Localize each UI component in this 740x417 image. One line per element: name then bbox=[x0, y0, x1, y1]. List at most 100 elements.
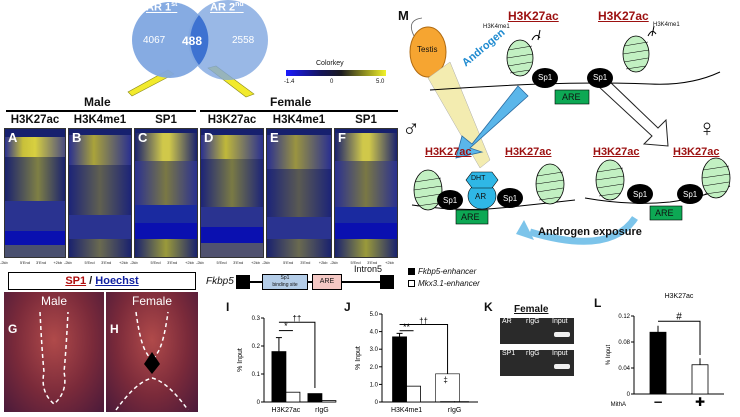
heatmap-a: A bbox=[4, 128, 66, 258]
heatmap-b-title: H3K4me1 bbox=[73, 114, 127, 126]
sp1-top-left bbox=[532, 68, 558, 88]
heatmap-c-letter: C bbox=[138, 130, 148, 145]
heatmap-e: E bbox=[266, 128, 332, 258]
male-group-label: Male bbox=[84, 95, 111, 109]
y-tick-label: 0.2 bbox=[252, 344, 261, 350]
heatmap-e-title: H3K4me1 bbox=[272, 114, 326, 126]
intron-label: Intron5 bbox=[354, 264, 383, 274]
colorkey-min: -1.4 bbox=[284, 79, 295, 85]
y-axis-label: % Input bbox=[355, 346, 362, 370]
heatmap-b: B bbox=[68, 128, 132, 258]
stain-hoechst: Hoechst bbox=[95, 275, 139, 287]
y-tick-label: 0.08 bbox=[618, 340, 630, 346]
venn-right-label: AR 2nd bbox=[210, 1, 244, 14]
are-female-label: ARE bbox=[655, 208, 674, 218]
are-male bbox=[455, 209, 489, 225]
legend-white-label: Mkx3.1-enhancer bbox=[418, 279, 480, 288]
h3k27ac-male-right: H3K27ac bbox=[505, 146, 552, 158]
panel-k-letter: K bbox=[484, 300, 493, 314]
androgen-arrow bbox=[455, 85, 529, 159]
heatmap-axis-label: +2kb bbox=[385, 260, 394, 265]
heatmap-axis-label: 5'End bbox=[19, 260, 30, 265]
h3k4me1-top-left: H3K4me1 bbox=[483, 24, 510, 30]
heatmap-axis-label: 5'End bbox=[216, 260, 227, 265]
y-tick-label: 2.0 bbox=[370, 365, 379, 371]
sig-star: ** bbox=[403, 322, 411, 332]
y-tick-label: 0.04 bbox=[618, 366, 630, 372]
x-tick-label: H3K27ac bbox=[272, 407, 301, 414]
h3k27ac-female-left: H3K27ac bbox=[593, 146, 640, 158]
stain-female-panel: Female H bbox=[106, 292, 198, 412]
venn-left-count: 4067 bbox=[143, 35, 166, 46]
legend-black-label: Fkbp5-enhancer bbox=[418, 267, 477, 276]
sp1-female-left bbox=[627, 184, 653, 204]
gel-row1-rigg: rIgG bbox=[526, 318, 540, 325]
bar bbox=[271, 351, 287, 403]
heatmap-d: D bbox=[200, 128, 264, 258]
colorkey-bar bbox=[286, 70, 386, 76]
y-axis-label: % Input bbox=[237, 348, 244, 372]
nucleosome-female-right bbox=[701, 157, 731, 199]
h3k4me1-top-right: H3K4me1 bbox=[653, 22, 680, 28]
bar bbox=[321, 400, 337, 403]
sp1-female-right-label: Sp1 bbox=[683, 190, 698, 199]
female-group-line bbox=[200, 110, 398, 112]
venn-right-count: 2558 bbox=[232, 35, 255, 46]
heatmap-axis-label: +2kb bbox=[53, 260, 63, 265]
y-tick-label: 0 bbox=[257, 400, 261, 406]
bar bbox=[406, 385, 421, 403]
heatmap-axis-label: -2kb bbox=[64, 260, 72, 265]
heatmap-axis-label: 5'End bbox=[84, 260, 95, 265]
heatmap-axis-label: -2kb bbox=[262, 260, 270, 265]
panel-i-letter: I bbox=[226, 300, 230, 314]
sig-dagger: †† bbox=[292, 314, 301, 323]
male-symbol: ♂ bbox=[402, 115, 420, 142]
sig-bracket bbox=[658, 320, 701, 355]
x-tick-label: − bbox=[653, 395, 663, 409]
y-tick-label: 0.3 bbox=[252, 316, 261, 322]
venn-diagram bbox=[127, 0, 268, 98]
sp1-top-right bbox=[587, 68, 613, 88]
nucleosome-top-left bbox=[506, 39, 534, 77]
y-tick-label: 5.0 bbox=[370, 312, 379, 318]
gel-row1-band bbox=[554, 332, 570, 337]
model-diagram bbox=[409, 17, 731, 245]
heatmap-a-title: H3K27ac bbox=[10, 114, 60, 126]
venn-overlap-count: 488 bbox=[182, 34, 203, 48]
heatmap-axis-label: +2kb bbox=[119, 260, 128, 265]
heatmap-a-letter: A bbox=[8, 130, 18, 145]
sp1-male-right-label: Sp1 bbox=[503, 194, 518, 203]
ar-label: AR bbox=[475, 192, 487, 201]
are-top-label: ARE bbox=[562, 92, 581, 102]
male-group-line bbox=[6, 110, 196, 112]
bar bbox=[649, 331, 667, 395]
heatmap-c-title: SP1 bbox=[155, 114, 177, 126]
h3k27ac-female-right: H3K27ac bbox=[673, 146, 720, 158]
heatmap-c: C bbox=[134, 128, 198, 258]
x-axis-label: MithA bbox=[611, 402, 626, 408]
sig-star: * bbox=[284, 321, 288, 331]
h3k27ac-male-left: H3K27ac bbox=[425, 146, 472, 158]
venn-circle-left bbox=[132, 2, 208, 78]
colorkey-mid: 0 bbox=[330, 79, 334, 85]
gel-row1: AR rIgG Input bbox=[500, 318, 574, 344]
x-tick-label: H3K4me1 bbox=[391, 407, 422, 414]
heatmap-axis-label: 5'End bbox=[150, 260, 161, 265]
gel-row2-band bbox=[554, 364, 570, 369]
y-tick-label: 0 bbox=[375, 400, 379, 406]
heatmap-axis-label: -2kb bbox=[0, 260, 8, 265]
exposure-arrow bbox=[528, 215, 638, 245]
are-box: ARE bbox=[312, 274, 342, 290]
y-tick-label: 3.0 bbox=[370, 347, 379, 353]
venn-left-label: AR 1st bbox=[146, 1, 178, 14]
heatmap-axis-label: -2kb bbox=[130, 260, 138, 265]
sig-hash: # bbox=[676, 311, 682, 322]
are-male-label: ARE bbox=[461, 212, 480, 222]
heatmap-axis-label: +2kb bbox=[185, 260, 194, 265]
heatmap-axis-label: 3'End bbox=[233, 260, 244, 265]
stain-g-letter: G bbox=[8, 322, 18, 336]
heatmap-d-title: H3K27ac bbox=[207, 114, 257, 126]
androgen-exposure-label: Androgen exposure bbox=[538, 226, 642, 238]
